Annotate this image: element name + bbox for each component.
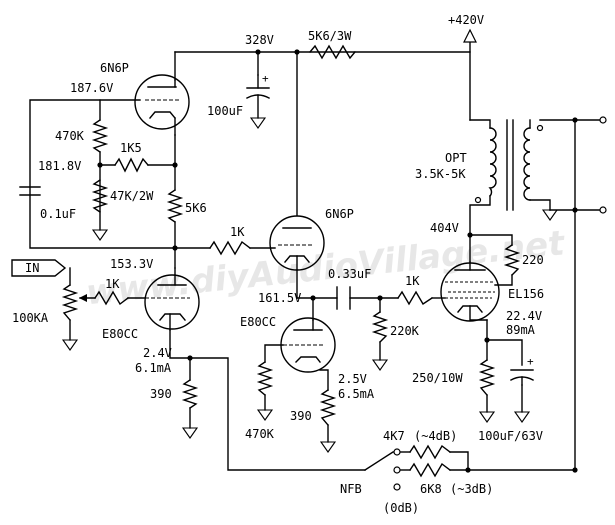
output-transformer xyxy=(474,119,551,211)
cap-100uf-label: 100uF xyxy=(207,104,243,118)
nfb-r2-label: 6K8 xyxy=(420,482,442,496)
tube-output-el156 xyxy=(440,261,500,322)
lower-cathode-v-label: 2.5V xyxy=(338,372,367,386)
stage1-plate-v-label: 153.3V xyxy=(110,257,153,271)
output-tube-label: EL156 xyxy=(508,287,544,301)
reg-r-right-label: 5K6 xyxy=(185,201,207,215)
coupling-cap-label: 0.33uF xyxy=(328,267,371,281)
lower-tube-label: E80CC xyxy=(240,315,276,329)
reg-r-top-label: 470K xyxy=(55,129,85,143)
nfb-label: NFB xyxy=(340,482,362,496)
reg-r-bot-label: 47K/2W xyxy=(110,189,154,203)
watermark: www.diyAudioVillage.net xyxy=(84,223,568,313)
labels: +420V 328V 5K6/3W 100uF 6N6P 187.6V 470K… xyxy=(12,13,544,515)
b-plus-label: +420V xyxy=(448,13,484,27)
tube-regulator-6n6p xyxy=(134,74,190,136)
nfb-r1-label: 4K7 xyxy=(383,429,405,443)
reg-plate-v-label: 187.6V xyxy=(70,81,113,95)
reg-r-mid-label: 1K5 xyxy=(120,141,142,155)
input-connector[interactable]: IN xyxy=(11,259,67,277)
tube-input-e80cc xyxy=(144,274,200,331)
b-plus-arrow xyxy=(463,28,477,43)
stage1-cathode-i-label: 6.1mA xyxy=(135,361,172,375)
output-rk-label: 250/10W xyxy=(412,371,463,385)
stage1-tube-label: E80CC xyxy=(102,327,138,341)
lower-rk-label: 390 xyxy=(290,409,312,423)
node-161-label: 161.5V xyxy=(258,291,301,305)
input-tag: IN xyxy=(25,261,39,275)
reg-tube-label: 6N6P xyxy=(100,61,129,75)
junction-dots xyxy=(97,49,578,473)
nfb-r1-db-label: (~4dB) xyxy=(414,429,457,443)
coupling-1k-label: 1K xyxy=(405,274,420,288)
lower-cathode-i-label: 6.5mA xyxy=(338,387,375,401)
output-cathode-i-label: 89mA xyxy=(506,323,536,337)
grid-leak-label: 220K xyxy=(390,324,420,338)
follower-1k-label: 1K xyxy=(230,225,245,239)
screen-res-label: 220 xyxy=(522,253,544,267)
opt-name-label: OPT xyxy=(445,151,467,165)
nfb-off-db-label: (0dB) xyxy=(383,501,419,515)
reg-cap-label: 0.1uF xyxy=(40,207,76,221)
input-1k-label: 1K xyxy=(105,277,120,291)
follower-tube-label: 6N6P xyxy=(325,207,354,221)
tube-follower-6n6p xyxy=(269,215,325,271)
pot-label: 100KA xyxy=(12,311,49,325)
output-plate-v-label: 404V xyxy=(430,221,459,235)
ground-symbols xyxy=(61,117,559,453)
reg-node-label: 181.8V xyxy=(38,159,81,173)
output-terminals xyxy=(393,116,607,491)
svg-text:+: + xyxy=(262,72,269,85)
output-cathode-v-label: 22.4V xyxy=(506,309,542,323)
output-ck-label: 100uF/63V xyxy=(478,429,543,443)
nfb-r2-db-label: (~3dB) xyxy=(450,482,493,496)
stage1-rk-label: 390 xyxy=(150,387,172,401)
capacitors: + + xyxy=(19,72,534,386)
node-328-label: 328V xyxy=(245,33,274,47)
resistors xyxy=(61,44,521,478)
opt-spec-label: 3.5K-5K xyxy=(415,167,466,181)
wiring xyxy=(29,39,601,471)
tube-lower-e80cc xyxy=(280,317,336,373)
dropper-label: 5K6/3W xyxy=(308,29,352,43)
lower-rg-label: 470K xyxy=(245,427,275,441)
stage1-cathode-v-label: 2.4V xyxy=(143,346,172,360)
svg-text:+: + xyxy=(527,355,534,368)
